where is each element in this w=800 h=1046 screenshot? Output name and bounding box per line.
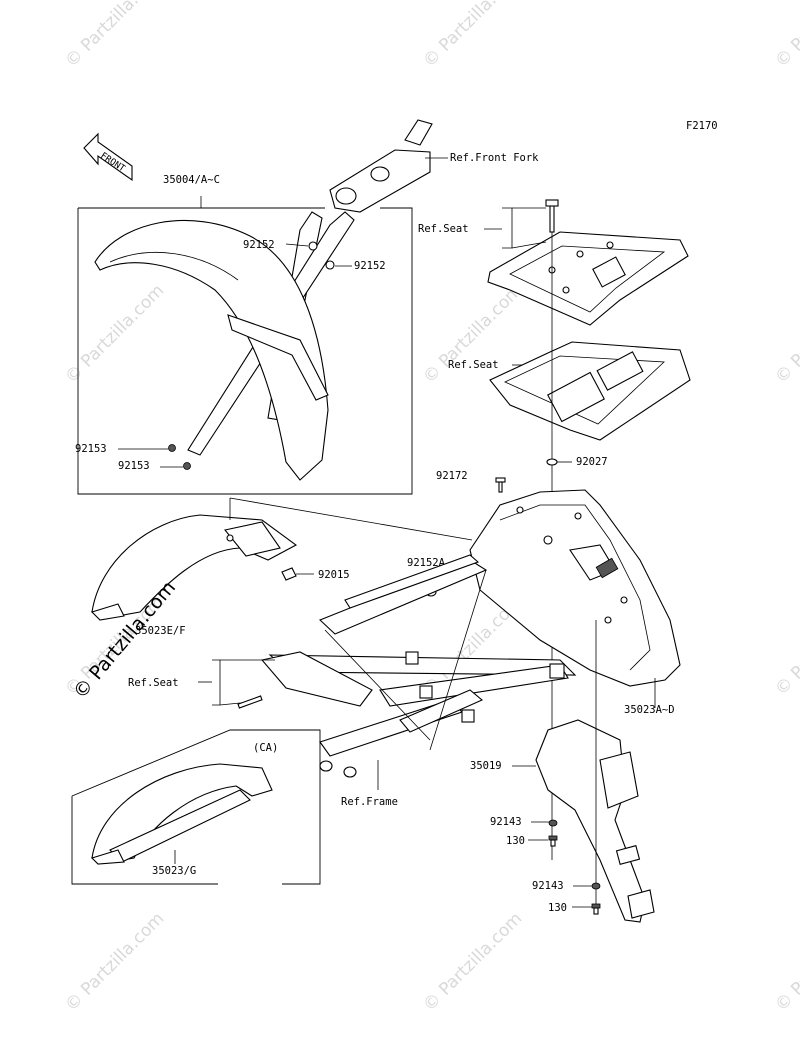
callout-92153-b: 92153 (118, 460, 150, 472)
callout-92143-b: 92143 (532, 880, 564, 892)
bolt-frame (237, 695, 263, 709)
watermark: © Partzilla.com (61, 281, 168, 388)
washer-92152-a (308, 241, 318, 251)
callout-130-b: 130 (548, 902, 567, 914)
variant-tag-ca: (CA) (253, 742, 278, 754)
front-fender (94, 219, 329, 481)
ca-variant-frame (71, 729, 321, 885)
callout-ref-seat-upper: Ref.Seat (418, 223, 469, 235)
callout-ref-frame: Ref.Frame (341, 796, 398, 808)
seat-bracket-upper (487, 199, 689, 326)
clip-92015 (281, 567, 297, 581)
callout-ref-seat-mid: Ref.Seat (448, 359, 499, 371)
inner-fender-ef (90, 514, 298, 621)
washer-92143-a (548, 819, 558, 827)
front-arrow-icon: FRONT (83, 132, 133, 182)
callout-130-a: 130 (506, 835, 525, 847)
bolt-130-a (548, 835, 558, 847)
watermark: © Partzilla.com (61, 909, 168, 1016)
bolt-92172 (495, 477, 506, 493)
callout-35019: 35019 (470, 760, 502, 772)
callout-35004: 35004/A~C (163, 174, 220, 186)
figure-code: F2170 (686, 120, 718, 132)
mud-flap (535, 719, 655, 923)
watermark: © Partzilla.com (771, 909, 800, 1016)
rear-subframe (260, 554, 577, 778)
watermark: © Partzilla.com (771, 593, 800, 700)
watermark: © Partzilla.com (61, 0, 168, 72)
seat-plate-lower (489, 341, 691, 441)
washer-92152-b (325, 260, 335, 270)
callout-35023a-d: 35023A~D (624, 704, 675, 716)
callout-ref-seat-frame: Ref.Seat (128, 677, 179, 689)
nut-92153-a (168, 444, 176, 452)
watermark: © Partzilla.com (771, 0, 800, 72)
callout-92172: 92172 (436, 470, 468, 482)
callout-ref-front-fork: Ref.Front Fork (450, 152, 539, 164)
front-fender-group-frame (77, 196, 413, 495)
callout-92027: 92027 (576, 456, 608, 468)
callout-92152-b: 92152 (354, 260, 386, 272)
watermark: © Partzilla.com (771, 281, 800, 388)
callout-92015: 92015 (318, 569, 350, 581)
callout-92152-a: 92152 (243, 239, 275, 251)
callout-92143-a: 92143 (490, 816, 522, 828)
callout-92152a: 92152A (407, 557, 446, 569)
washer-92143-b (591, 882, 601, 890)
watermark-layer: © Partzilla.com © Partzilla.com © Partzi… (61, 0, 800, 1016)
bolt-130-b (591, 903, 601, 915)
inner-fender-g (90, 763, 273, 865)
callout-35023-g: 35023/G (152, 865, 196, 877)
watermark: © Partzilla.com (419, 0, 526, 72)
rear-fender (469, 489, 681, 687)
watermark: © Partzilla.com (419, 909, 526, 1016)
callout-92153-a: 92153 (75, 443, 107, 455)
washer-92027 (546, 458, 558, 466)
callout-35023e-f: 35023E/F (135, 625, 186, 637)
nut-92153-b (183, 462, 191, 470)
